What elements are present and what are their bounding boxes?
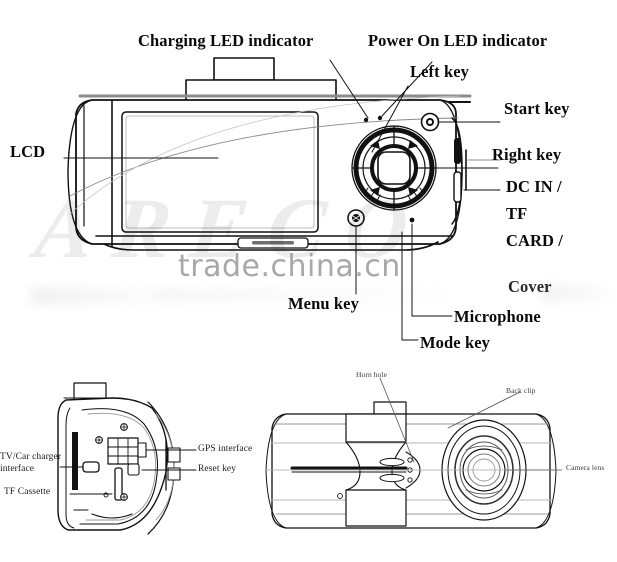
start-key-button bbox=[420, 112, 440, 132]
main-device-body bbox=[67, 57, 472, 251]
watermark-blur-left bbox=[30, 288, 150, 304]
label-camera-lens: Camera lens bbox=[566, 463, 605, 472]
back-leader-lines bbox=[379, 377, 563, 471]
label-tv-car-charger-interface: interface bbox=[0, 464, 35, 474]
label-microphone: Microphone bbox=[454, 307, 541, 326]
control-pad bbox=[351, 125, 437, 211]
label-left-key: Left key bbox=[410, 62, 469, 81]
main-leader-lines bbox=[63, 59, 501, 341]
label-tf: TF bbox=[506, 204, 528, 223]
site-watermark: trade.china.cn bbox=[178, 249, 401, 284]
label-menu-key: Menu key bbox=[288, 294, 359, 313]
microphone-hole bbox=[409, 217, 415, 223]
watermark-blur-right bbox=[540, 285, 610, 301]
gps-connector bbox=[107, 437, 147, 465]
label-power-on-led-indicator: Power On LED indicator bbox=[368, 31, 548, 50]
label-tv-car-charger: TV/Car charger bbox=[0, 452, 62, 462]
label-cover: Cover bbox=[508, 277, 552, 296]
side-device-body bbox=[57, 382, 181, 535]
watermark-blur-band bbox=[150, 288, 450, 302]
tf-slot bbox=[114, 467, 123, 501]
power-led-dot bbox=[377, 115, 383, 121]
label-mode-key: Mode key bbox=[420, 333, 490, 352]
label-right-key: Right key bbox=[492, 145, 562, 164]
label-back-clip: Back clip bbox=[506, 386, 536, 395]
label-lcd: LCD bbox=[10, 142, 46, 161]
label-dc-in: DC IN / bbox=[506, 177, 562, 196]
horn-hole bbox=[290, 451, 421, 489]
label-charging-led-indicator: Charging LED indicator bbox=[138, 31, 314, 50]
back-device-body bbox=[265, 401, 557, 529]
label-horn-hole: Horn hole bbox=[356, 370, 388, 379]
label-reset-key: Reset key bbox=[198, 464, 237, 474]
side-leader-lines bbox=[59, 449, 197, 495]
charger-port bbox=[82, 461, 100, 473]
label-card: CARD / bbox=[506, 231, 563, 250]
label-tf-cassette: TF Cassette bbox=[4, 487, 51, 497]
label-start-key: Start key bbox=[504, 99, 570, 118]
reset-button bbox=[127, 463, 140, 476]
charging-led-dot bbox=[363, 117, 369, 123]
label-gps-interface: GPS interface bbox=[198, 444, 253, 454]
